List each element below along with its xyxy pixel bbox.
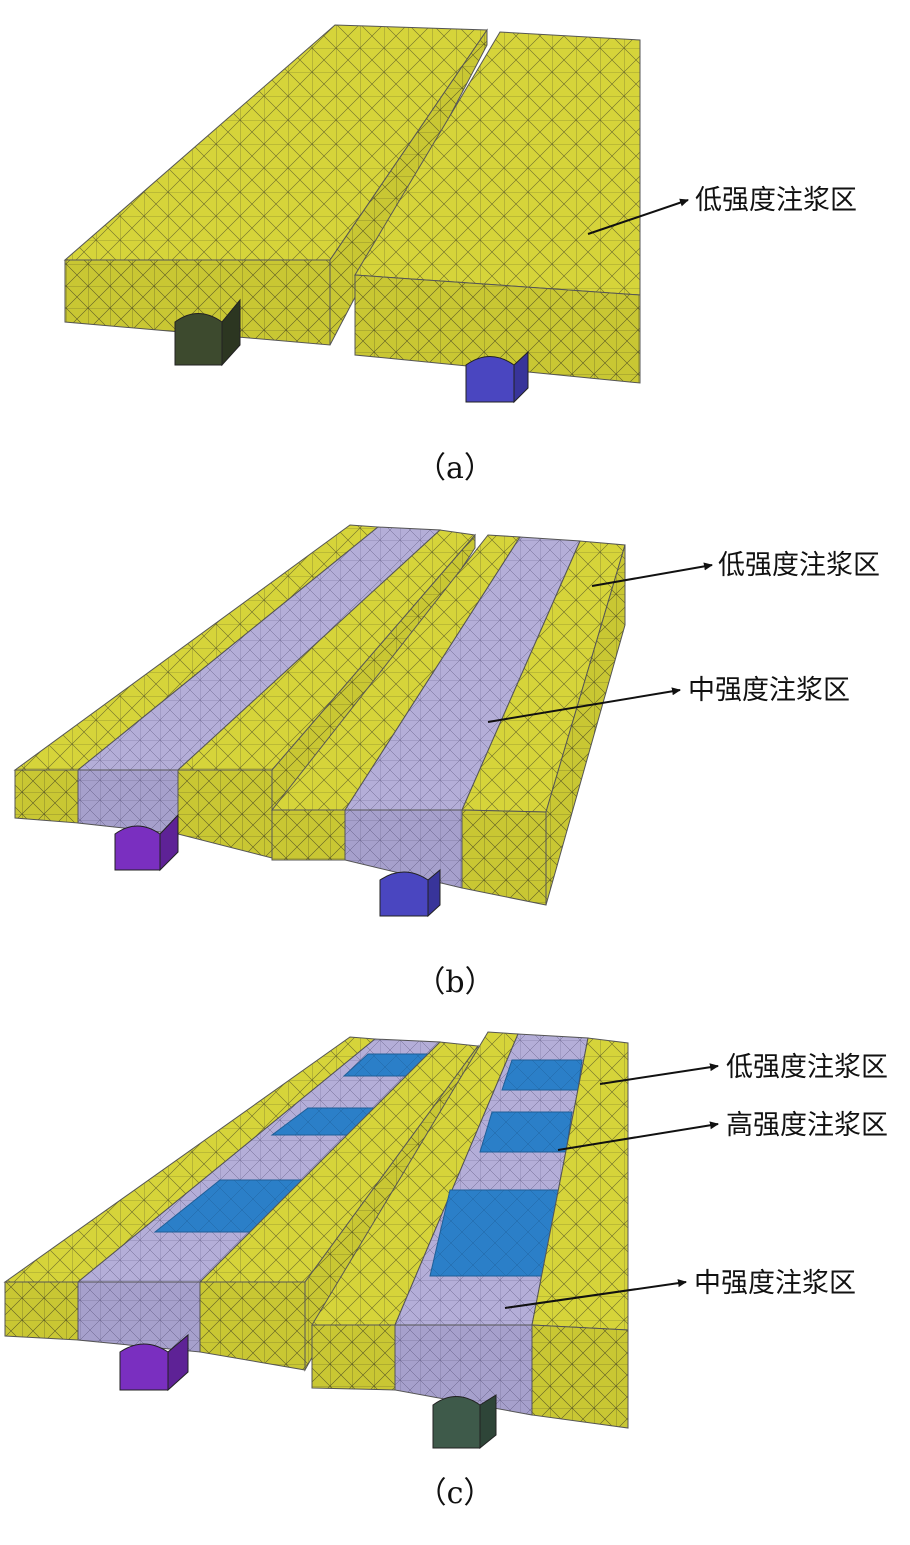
arrow-low-b <box>591 562 713 587</box>
arrow-low-c <box>599 1063 719 1085</box>
label-medium-strength-c: 中强度注浆区 <box>694 1268 856 1299</box>
caption-a: （a） <box>416 451 494 486</box>
panel-b: 低强度注浆区 中强度注浆区 （b） <box>13 524 880 1000</box>
slab-right-c <box>311 1031 629 1429</box>
tunnel-grey-green-c <box>432 1394 497 1450</box>
tunnel-blue-a <box>465 350 529 404</box>
panel-c: 低强度注浆区 高强度注浆区 中强度注浆区 （c） <box>3 1031 888 1511</box>
caption-b: （b） <box>415 965 494 1000</box>
label-low-strength-c: 低强度注浆区 <box>726 1052 888 1083</box>
label-low-strength-a: 低强度注浆区 <box>695 185 857 216</box>
label-low-strength-b: 低强度注浆区 <box>718 550 880 581</box>
tunnel-blue-b <box>379 868 441 918</box>
slab-right-b <box>270 534 626 906</box>
arrow-high-c <box>557 1121 719 1151</box>
arrow-medium-c <box>504 1279 687 1309</box>
caption-c: （c） <box>417 1476 494 1511</box>
arrow-low-a <box>587 198 689 235</box>
label-high-strength-c: 高强度注浆区 <box>726 1110 888 1141</box>
slab-right-a <box>354 31 641 384</box>
label-medium-strength-b: 中强度注浆区 <box>688 675 850 706</box>
tunnel-purple-b <box>114 813 179 872</box>
tunnel-dark-green-a <box>174 298 241 367</box>
tunnel-purple-c <box>119 1333 189 1392</box>
panel-a: 低强度注浆区 （a） <box>63 24 857 486</box>
arrow-medium-b <box>487 687 681 723</box>
